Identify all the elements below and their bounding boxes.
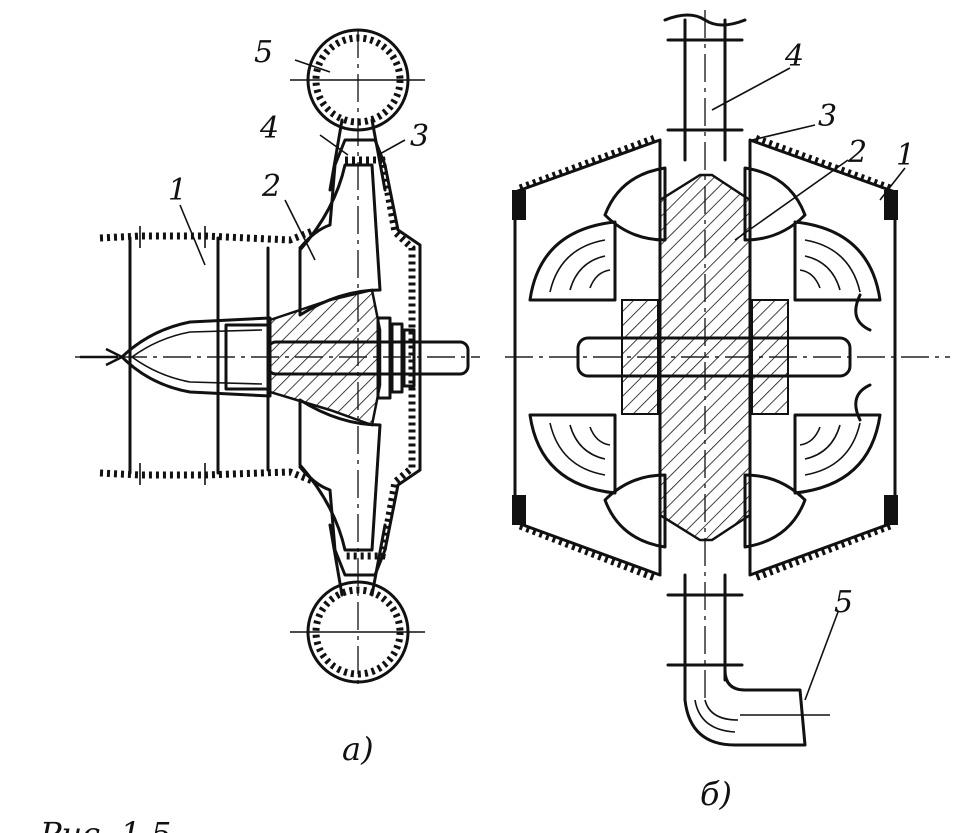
volute-bottom	[290, 580, 425, 684]
label-a-2: 2	[261, 169, 281, 204]
bearing-discs	[376, 316, 416, 400]
inlet-arrow	[80, 347, 125, 367]
label-a-3: 3	[410, 119, 429, 154]
top-pipe	[663, 13, 747, 162]
caption-a: а)	[342, 730, 374, 768]
blade-cavities	[528, 166, 882, 549]
label-a-4: 4	[259, 111, 279, 146]
label-b-3: 3	[818, 99, 837, 134]
label-b-2: 2	[847, 135, 867, 170]
figure-b: 1 2 3 4 5 б)	[505, 10, 950, 813]
label-b-1: 1	[896, 138, 915, 173]
label-a-5: 5	[254, 35, 273, 70]
figure-a: 1 2 3 4 5 а)	[75, 28, 480, 768]
caption-b: б)	[700, 775, 732, 813]
impeller-a	[268, 288, 382, 427]
impeller-b	[658, 173, 752, 542]
label-a-1: 1	[168, 173, 187, 208]
volute-top	[290, 28, 425, 132]
figure-caption-fragment: Рис. 1.5	[39, 815, 171, 833]
seal-block	[512, 190, 526, 220]
casing-a	[298, 138, 422, 577]
shaft-a	[266, 340, 470, 376]
label-b-4: 4	[784, 39, 804, 74]
shaft-b	[576, 336, 852, 378]
label-b-5: 5	[834, 585, 853, 620]
outlet-elbow	[666, 573, 830, 747]
